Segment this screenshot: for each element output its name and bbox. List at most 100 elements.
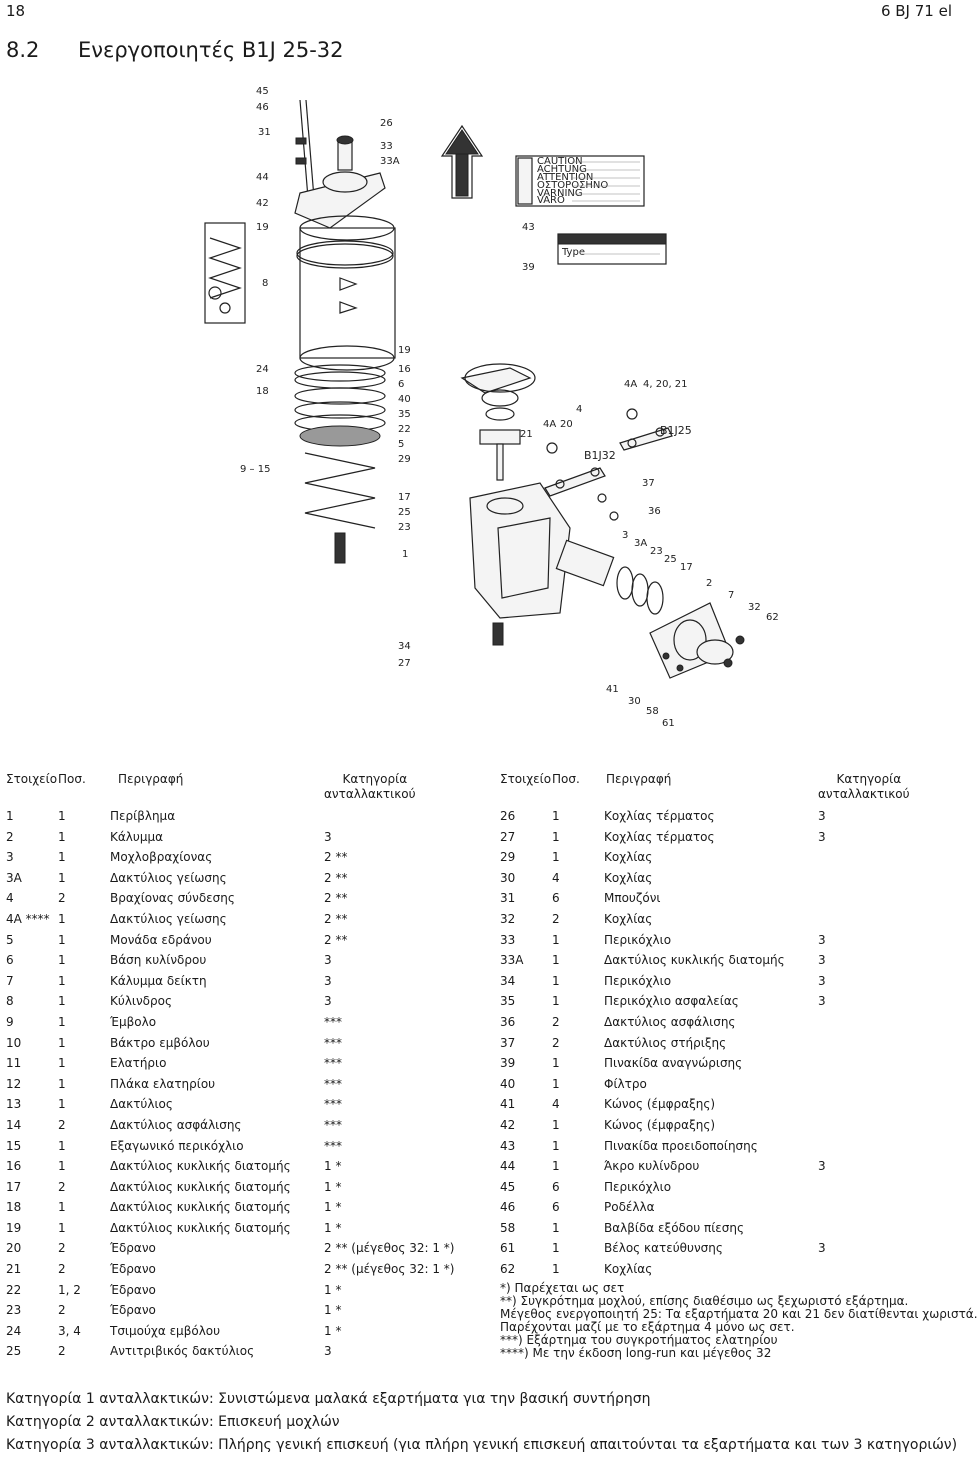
category-cell: 3 bbox=[324, 1344, 332, 1359]
category-cell: 3 bbox=[818, 994, 826, 1009]
diagram-label: 61 bbox=[662, 718, 675, 729]
description-cell: Περίβλημα bbox=[110, 809, 176, 823]
item-cell: 35 bbox=[500, 994, 516, 1009]
category-cell: 1 * bbox=[324, 1200, 342, 1215]
document-code: 6 BJ 71 el bbox=[880, 2, 952, 20]
diagram-label: 45 bbox=[256, 86, 269, 97]
diagram-label: 33 bbox=[380, 141, 393, 152]
footnote: Παρέχονται μαζί με το εξάρτημα 4 μόνο ως… bbox=[500, 1320, 795, 1334]
item-cell: 33A bbox=[500, 953, 524, 968]
category-cell: 2 ** bbox=[324, 870, 348, 885]
qty-cell: 1 bbox=[58, 911, 66, 926]
header-qty: Ποσ. bbox=[552, 772, 580, 786]
qty-cell: 1 bbox=[552, 1159, 560, 1174]
qty-cell: 1 bbox=[58, 973, 66, 988]
header-description: Περιγραφή bbox=[606, 772, 672, 786]
header-category-line2: ανταλλακτικού bbox=[818, 787, 910, 801]
diagram-label: 17 bbox=[398, 492, 411, 503]
category-cell: 3 bbox=[818, 1241, 826, 1256]
qty-cell: 1 bbox=[58, 1076, 66, 1091]
diagram-label: 23 bbox=[398, 522, 411, 533]
description-cell: Βαλβίδα εξόδου πίεσης bbox=[604, 1220, 745, 1235]
qty-cell: 6 bbox=[552, 891, 560, 906]
footnotes: *) Παρέχεται ως σετ **) Συγκρότημα μοχλο… bbox=[500, 1282, 978, 1360]
description-cell: Δακτύλιος γείωσης bbox=[110, 870, 227, 885]
description-cell: Κύλινδρος bbox=[110, 994, 173, 1009]
description-cell: Κάλυμμα bbox=[110, 829, 164, 844]
page-number: 18 bbox=[6, 2, 26, 20]
category-cell: 3 bbox=[324, 953, 332, 968]
category-cell: *** bbox=[324, 1076, 342, 1091]
description-cell: Βέλος κατεύθυνσης bbox=[604, 1241, 723, 1256]
item-cell: 10 bbox=[6, 1035, 22, 1050]
warning-word-0: CAUTION bbox=[537, 156, 583, 167]
description-cell: Μπουζόνι bbox=[604, 891, 661, 906]
qty-cell: 3, 4 bbox=[58, 1323, 81, 1338]
diagram-label: 19 bbox=[398, 345, 411, 356]
diagram-label: 35 bbox=[398, 409, 411, 420]
warning-word-4: VARNING bbox=[537, 188, 583, 199]
header-category-line1: Κατηγορία bbox=[836, 772, 902, 786]
item-cell: 6 bbox=[6, 953, 14, 968]
section-number: 8.2 bbox=[6, 38, 40, 62]
actuator-housing bbox=[460, 363, 571, 646]
qty-cell: 1 bbox=[552, 1117, 560, 1132]
qty-cell: 1 bbox=[58, 829, 66, 844]
item-cell: 3A bbox=[6, 870, 22, 885]
description-cell: Αντιτριβικός δακτύλιος bbox=[110, 1344, 255, 1359]
item-cell: 42 bbox=[500, 1117, 516, 1132]
qty-cell: 1 bbox=[58, 953, 66, 968]
qty-cell: 1 bbox=[58, 809, 66, 823]
description-cell: Περικόχλιο bbox=[604, 932, 672, 947]
item-cell: 4A **** bbox=[6, 911, 50, 926]
category-cell: 3 bbox=[818, 932, 826, 947]
item-cell: 41 bbox=[500, 1097, 516, 1112]
header-qty: Ποσ. bbox=[58, 772, 86, 786]
item-cell: 21 bbox=[6, 1262, 22, 1277]
item-cell: 36 bbox=[500, 1014, 516, 1029]
description-cell: Έμβολο bbox=[110, 1014, 157, 1029]
category-cell: 2 ** bbox=[324, 911, 348, 926]
diagram-label: 19 bbox=[256, 222, 269, 233]
footnote: **) Συγκρότημα μοχλού, επίσης διαθέσιμο … bbox=[500, 1294, 909, 1308]
diagram-label: 46 bbox=[256, 102, 269, 113]
item-cell: 3 bbox=[6, 850, 14, 865]
qty-cell: 1 bbox=[58, 1035, 66, 1050]
diagram-label: 26 bbox=[380, 118, 393, 129]
diagram-label: 40 bbox=[398, 394, 411, 405]
diagram-label: 4, 20, 21 bbox=[643, 379, 688, 390]
description-cell: Δακτύλιος κυκλικής διατομής bbox=[110, 1220, 291, 1235]
qty-cell: 6 bbox=[552, 1179, 560, 1194]
qty-cell: 2 bbox=[58, 1179, 66, 1194]
diagram-label: 44 bbox=[256, 172, 269, 183]
exploded-view-diagram: CAUTION ACHTUNG ATTENTION ΟΣΤΟΡΟΣΗΝΟ VAR… bbox=[0, 78, 960, 738]
diagram-label: 22 bbox=[398, 424, 411, 435]
description-cell: Έδρανο bbox=[110, 1282, 156, 1297]
item-cell: 32 bbox=[500, 911, 516, 926]
item-cell: 23 bbox=[6, 1303, 22, 1318]
item-cell: 46 bbox=[500, 1200, 516, 1215]
warning-word-5: VARO bbox=[537, 195, 565, 206]
qty-cell: 1 bbox=[58, 994, 66, 1009]
diagram-label: 4A bbox=[543, 419, 556, 430]
warning-word-2: ATTENTION bbox=[537, 172, 593, 183]
diagram-label: B1J25 bbox=[660, 424, 692, 437]
plate-type-label: Type bbox=[561, 247, 585, 258]
qty-cell: 1 bbox=[552, 1220, 560, 1235]
